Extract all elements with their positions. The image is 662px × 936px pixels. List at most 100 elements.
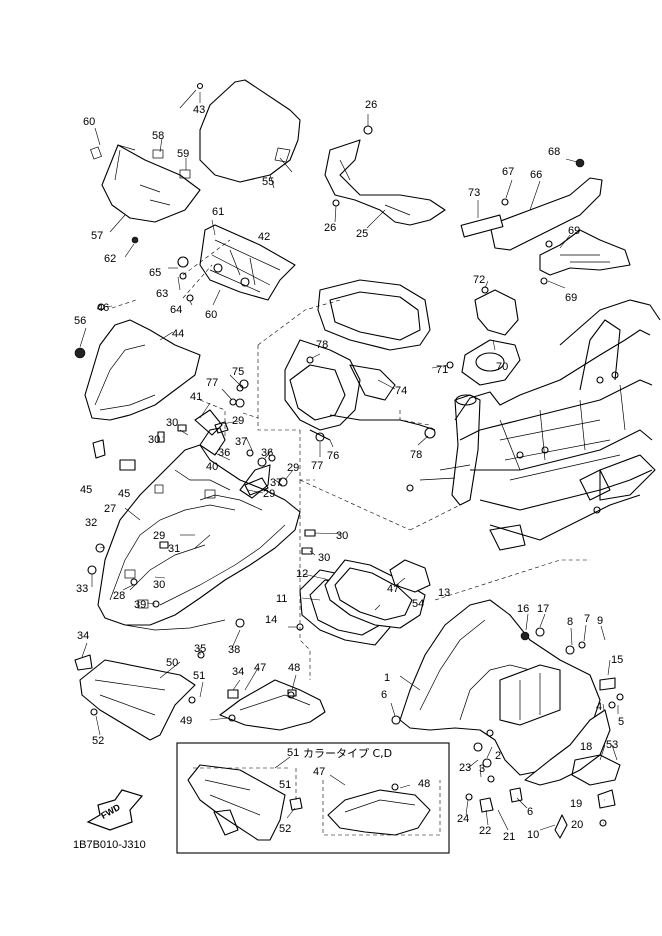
callout-label: 40 — [206, 461, 218, 473]
callout-label: 76 — [327, 450, 339, 462]
callout-label: 77 — [311, 460, 323, 472]
callout-label: 51 — [279, 779, 291, 791]
callout-label: 7 — [584, 613, 590, 625]
callout-label: 60 — [83, 116, 95, 128]
callout-label: 30 — [336, 530, 348, 542]
callout-label: 54 — [412, 598, 424, 610]
frame-assembly — [406, 299, 661, 551]
inset-color-type-box — [176, 742, 450, 854]
callout-label: 65 — [149, 267, 161, 279]
callout-label: 28 — [113, 590, 125, 602]
callout-label: 32 — [85, 517, 97, 529]
callout-label: 18 — [580, 741, 592, 753]
callout-label: 38 — [228, 644, 240, 656]
callout-label: 47 — [387, 583, 399, 595]
callout-label: 3 — [479, 763, 485, 775]
callout-label: 72 — [473, 274, 485, 286]
callout-label: 27 — [104, 503, 116, 515]
callout-label: 39 — [134, 599, 146, 611]
inset-callout-48: 48 — [418, 778, 430, 790]
callout-label: 37 — [235, 436, 247, 448]
callout-label: 44 — [172, 328, 184, 340]
callout-label: 59 — [177, 148, 189, 160]
callout-label: 21 — [503, 831, 515, 843]
handle-68 — [460, 158, 631, 285]
callout-label: 29 — [263, 488, 275, 500]
callout-label: 43 — [193, 104, 205, 116]
callout-label: 53 — [606, 739, 618, 751]
callout-label: 49 — [180, 715, 192, 727]
callout-label: 56 — [74, 315, 86, 327]
inner-panel-62 — [199, 224, 296, 301]
callout-label: 6 — [381, 689, 387, 701]
callout-label: 60 — [205, 309, 217, 321]
callout-label: 47 — [254, 662, 266, 674]
callout-label: 41 — [190, 391, 202, 403]
cover-44 — [74, 319, 201, 471]
callout-label: 12 — [296, 568, 308, 580]
callout-label: 34 — [232, 666, 244, 678]
bracket-assembly — [446, 286, 521, 386]
callout-label: 15 — [611, 654, 623, 666]
front-screen-59 — [90, 144, 201, 244]
callout-label: 71 — [436, 364, 448, 376]
callout-label: 4 — [596, 701, 602, 713]
callout-label: 34 — [77, 630, 89, 642]
cover-25 — [324, 139, 446, 226]
callout-label: 70 — [496, 361, 508, 373]
callout-label: 29 — [153, 530, 165, 542]
callout-label: 61 — [212, 206, 224, 218]
inset-callout-47: 47 — [313, 766, 325, 778]
callout-label: 67 — [502, 166, 514, 178]
callout-label: 20 — [571, 819, 583, 831]
callout-label: 73 — [468, 187, 480, 199]
callout-label: 2 — [495, 750, 501, 762]
callout-label: 57 — [91, 230, 103, 242]
callout-label: 17 — [537, 603, 549, 615]
callout-label: 45 — [118, 488, 130, 500]
windshield-42 — [199, 79, 301, 183]
callout-label: 69 — [565, 292, 577, 304]
callout-label: 46 — [97, 302, 109, 314]
callout-label: 25 — [356, 228, 368, 240]
callout-label: 10 — [527, 829, 539, 841]
callout-label: 13 — [438, 587, 450, 599]
callout-label: 48 — [288, 662, 300, 674]
callout-label: 66 — [530, 169, 542, 181]
fwd-arrow-icon: FWD — [86, 789, 144, 831]
callout-label: 33 — [76, 583, 88, 595]
callout-label: 64 — [170, 304, 182, 316]
callout-label: 62 — [104, 253, 116, 265]
left-fasteners — [87, 303, 316, 722]
callout-label: 9 — [597, 615, 603, 627]
side-cover-1 — [391, 599, 611, 803]
grouping-lines — [111, 239, 590, 680]
callout-label: 55 — [262, 176, 274, 188]
inset-callout-52: 52 — [279, 823, 291, 835]
callout-label: 26 — [365, 99, 377, 111]
callout-label: 22 — [479, 825, 491, 837]
callout-label: 45 — [80, 484, 92, 496]
callout-label: 16 — [517, 603, 529, 615]
callout-label: 11 — [276, 593, 287, 605]
callout-label: 29 — [232, 415, 244, 427]
callout-label: 5 — [618, 716, 624, 728]
callout-label: 63 — [156, 288, 168, 300]
callout-label: 58 — [152, 130, 164, 142]
callout-label: 31 — [168, 543, 180, 555]
callout-label: 24 — [457, 813, 469, 825]
callout-label: 30 — [166, 417, 178, 429]
callout-label: 30 — [153, 579, 165, 591]
callout-label: 36 — [261, 447, 273, 459]
callout-labels: 1 2 3 4 5 6 6 7 8 9 10 11 12 13 14 15 16… — [74, 99, 624, 843]
callout-label: 36 — [218, 447, 230, 459]
callout-label: 68 — [548, 146, 560, 158]
callout-label: 77 — [206, 377, 218, 389]
stay-frame-76 — [235, 279, 436, 442]
callout-label: 52 — [92, 735, 104, 747]
lower-panel-51 — [74, 654, 196, 741]
callout-label: 30 — [318, 552, 330, 564]
callout-label: 35 — [194, 643, 206, 655]
callout-label: 75 — [232, 366, 244, 378]
